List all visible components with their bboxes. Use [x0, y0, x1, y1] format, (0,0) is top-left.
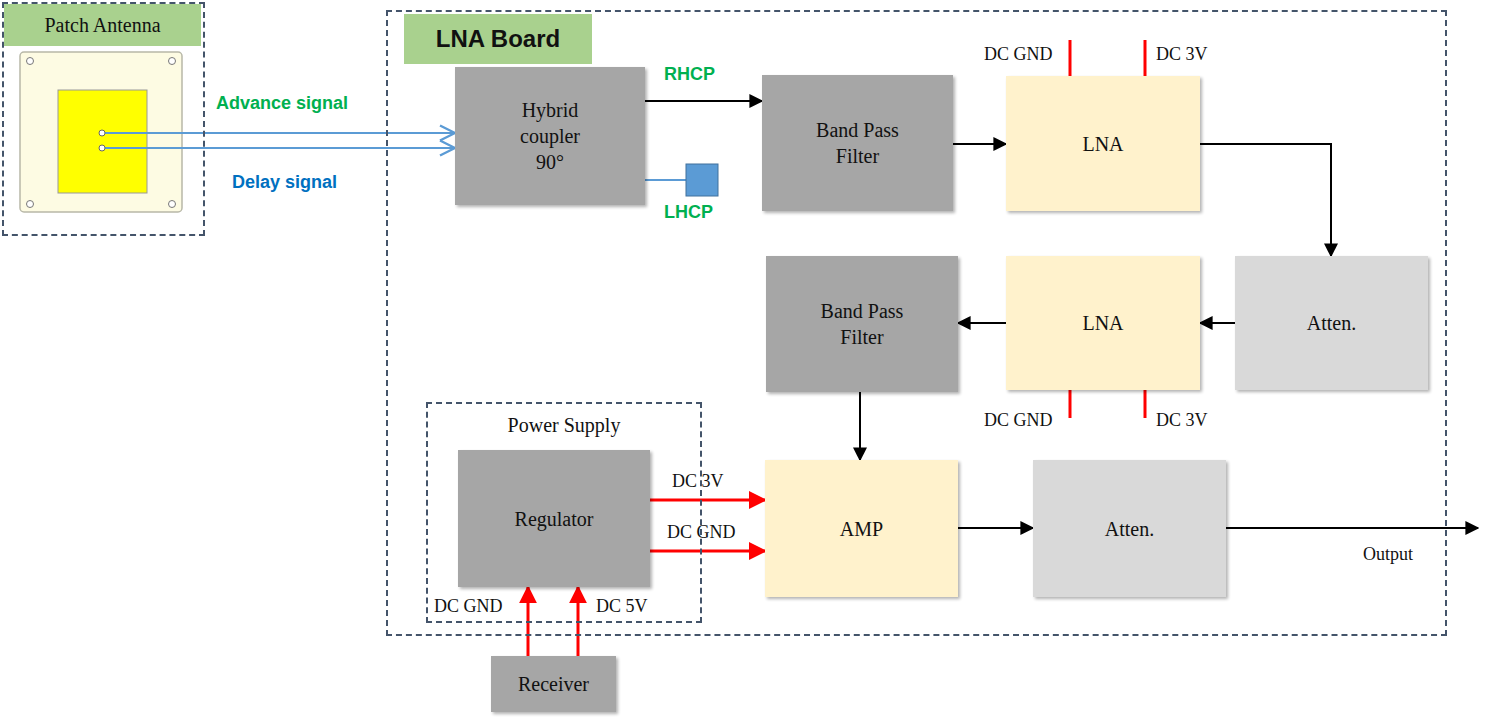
block-label: LNA [1082, 131, 1123, 157]
pin-name: DC 3V [1156, 410, 1208, 431]
block-label: Hybrid coupler 90° [505, 97, 595, 175]
signal-connector [650, 550, 765, 553]
receiver-box: Receiver [491, 656, 616, 712]
signal-connector [645, 100, 762, 102]
signal-connector [859, 392, 861, 460]
signal-name: RHCP [664, 64, 715, 85]
group-header: Patch Antenna [4, 4, 201, 46]
signal-connector [205, 132, 455, 134]
block-label: Atten. [1105, 516, 1154, 542]
filter-box: Band Pass Filter [762, 75, 953, 211]
signal-connector [958, 527, 1033, 529]
board-group: LNA BoardHybrid coupler 90° Band Pass Fil… [386, 10, 1447, 636]
block-label: Band Pass Filter [798, 117, 918, 169]
regulator-box: Regulator [458, 450, 650, 587]
port-name: LHCP [664, 202, 713, 223]
group-header: LNA Board [404, 14, 592, 64]
signal-connector [650, 499, 765, 502]
group-title: Power Supply [508, 412, 621, 438]
signal-name: Delay signal [232, 172, 337, 193]
signal-connector [1200, 322, 1235, 324]
pin-name: DC 3V [1156, 44, 1208, 65]
pin-name: DC GND [984, 44, 1053, 65]
signal-connector [953, 143, 1006, 145]
group-title: LNA Board [436, 23, 560, 54]
antenna-group: Patch Antenna [2, 2, 205, 236]
block-label: LNA [1082, 310, 1123, 336]
power-supply-group: Power SupplyRegulator [426, 402, 702, 623]
attenuator-box: Atten. [1235, 256, 1428, 390]
block-label: Atten. [1307, 310, 1356, 336]
filter-box: Band Pass Filter [766, 256, 958, 392]
patch-antenna-drawing [20, 52, 205, 212]
output-arrow [1226, 528, 1478, 529]
signal-connector [1200, 144, 1331, 256]
signal-name: DC GND [434, 596, 503, 617]
amplifier-box: LNA [1006, 76, 1200, 211]
signal-name: Advance signal [216, 93, 348, 114]
signal-name: DC 3V [672, 471, 724, 492]
coupler-box: Hybrid coupler 90° [455, 67, 645, 205]
output-name: Output [1363, 544, 1413, 565]
signal-name: DC 5V [596, 596, 648, 617]
block-label: Band Pass Filter [802, 298, 922, 350]
group-header: Power Supply [428, 410, 700, 440]
signal-connector [205, 147, 455, 149]
amplifier-box: AMP [765, 460, 958, 597]
block-label: Regulator [515, 506, 594, 532]
group-title: Patch Antenna [44, 12, 160, 38]
attenuator-box: Atten. [1033, 460, 1226, 597]
block-label: AMP [840, 516, 883, 542]
amplifier-box: LNA [1006, 256, 1200, 390]
pin-name: DC GND [984, 410, 1053, 431]
signal-connector [958, 322, 1006, 324]
signal-name: DC GND [667, 522, 736, 543]
lhcp-termination [645, 164, 718, 196]
block-label: Receiver [518, 671, 589, 697]
